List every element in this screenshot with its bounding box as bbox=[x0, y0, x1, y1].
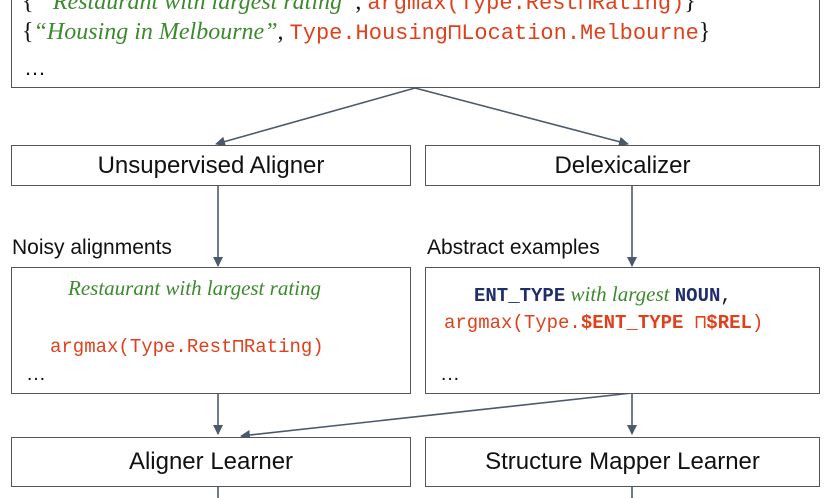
example-1-utterance: “Restaurant with largest rating” bbox=[39, 0, 356, 15]
structure-mapper-learner-label: Structure Mapper Learner bbox=[485, 448, 760, 475]
abstract-examples-label: Abstract examples bbox=[427, 236, 600, 259]
example-row-2: {“Housing in Melbourne”, Type.Housing⊓Lo… bbox=[22, 19, 711, 46]
example-row-1: { “Restaurant with largest rating”, argm… bbox=[22, 0, 696, 16]
with-largest-text: with largest bbox=[570, 282, 670, 306]
noisy-logical-form: argmax(Type.Rest⊓Rating) bbox=[50, 336, 324, 358]
examples-ellipsis: … bbox=[24, 55, 46, 80]
unsupervised-aligner-node: Unsupervised Aligner bbox=[11, 145, 411, 186]
aligner-learner-node: Aligner Learner bbox=[11, 437, 411, 487]
noun-token: NOUN bbox=[674, 285, 721, 307]
arrow-to-delexicalizer bbox=[414, 87, 629, 147]
example-1-logical-form: argmax(Type.Rest⊓Rating) bbox=[367, 0, 685, 16]
structure-mapper-learner-node: Structure Mapper Learner bbox=[425, 437, 820, 487]
rel-variable: $REL bbox=[706, 312, 752, 334]
aligner-learner-label: Aligner Learner bbox=[128, 448, 294, 475]
ent-type-variable: $ENT_TYPE bbox=[580, 312, 684, 334]
abstract-ellipsis: … bbox=[440, 363, 460, 385]
delexicalizer-label: Delexicalizer bbox=[554, 151, 691, 179]
noisy-utterance: Restaurant with largest rating bbox=[68, 276, 321, 300]
example-2-utterance: “Housing in Melbourne” bbox=[33, 19, 278, 45]
arrow-abstract-to-aligner-learner bbox=[240, 392, 633, 440]
abstract-logical-form: argmax(Type.$ENT_TYPE ⊓$REL) bbox=[444, 312, 764, 334]
training-examples-box: { “Restaurant with largest rating”, argm… bbox=[11, 0, 820, 88]
example-2-logical-form: Type.Housing⊓Location.Melbourne bbox=[289, 21, 699, 46]
noisy-alignments-label: Noisy alignments bbox=[12, 236, 172, 259]
ent-type-token: ENT_TYPE bbox=[474, 285, 566, 307]
noisy-ellipsis: … bbox=[26, 363, 46, 385]
abstract-examples-box: ENT_TYPE with largest NOUN, argmax(Type.… bbox=[425, 267, 820, 394]
noisy-alignments-box: Restaurant with largest rating argmax(Ty… bbox=[11, 267, 411, 394]
abstract-utterance: ENT_TYPE with largest NOUN, bbox=[474, 282, 732, 307]
delexicalizer-node: Delexicalizer bbox=[425, 145, 820, 186]
unsupervised-aligner-label: Unsupervised Aligner bbox=[97, 151, 325, 179]
arrow-to-unsupervised-aligner bbox=[215, 87, 416, 147]
